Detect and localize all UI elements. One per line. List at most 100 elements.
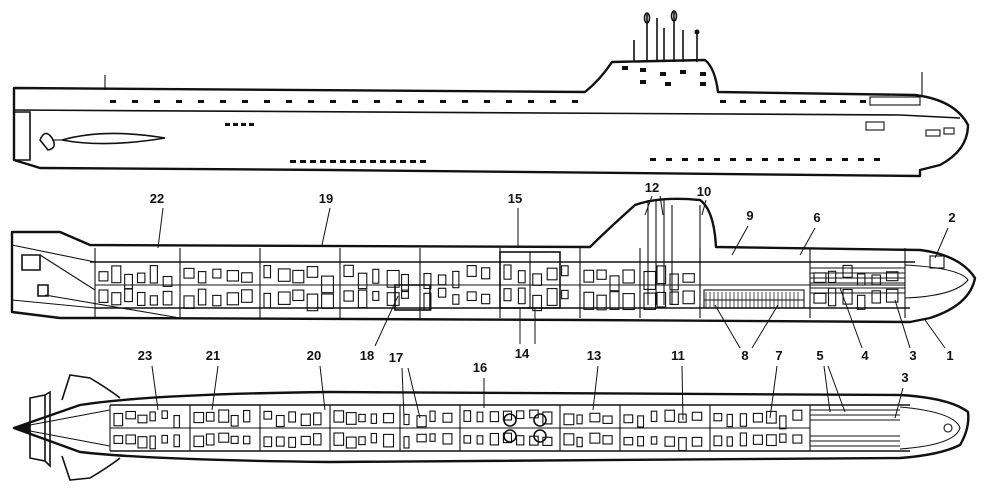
limber-hole	[780, 100, 786, 103]
plan-equipment	[563, 433, 575, 446]
plan-equipment	[300, 413, 311, 427]
plan-equipment	[205, 433, 215, 446]
plan-equipment	[263, 436, 273, 448]
callout-number: 12	[645, 180, 659, 195]
equipment-block	[149, 295, 158, 306]
equipment-block	[277, 291, 291, 305]
profile-bow-details	[865, 96, 955, 137]
limber-hole	[874, 158, 880, 161]
plan-equipment	[502, 432, 513, 444]
side-profile-view	[12, 10, 970, 178]
equipment-block	[871, 274, 881, 286]
sail-window	[640, 80, 646, 84]
profile-limber-holes	[110, 66, 880, 163]
equipment-block	[583, 291, 595, 310]
equipment-block	[343, 264, 354, 278]
plan-equipment	[637, 415, 645, 428]
callout-leader	[407, 367, 421, 419]
equipment-block	[226, 270, 240, 282]
callout-18: 18	[360, 295, 399, 363]
callout-leader	[823, 365, 831, 413]
plan-equipment	[792, 434, 803, 444]
equipment-block	[136, 272, 146, 284]
profile-sail-top	[611, 59, 706, 63]
plan-equipment	[358, 436, 366, 446]
plan-section-view	[12, 374, 970, 481]
equipment-block	[643, 292, 657, 310]
plan-equipment	[333, 432, 345, 446]
plan-hatch	[503, 413, 517, 427]
plan-equipment	[383, 412, 395, 424]
plan-equipment	[664, 436, 675, 447]
limber-hole	[242, 100, 248, 103]
callout-11: 11	[671, 348, 685, 421]
equipment-block	[343, 290, 354, 302]
limber-hole	[360, 160, 366, 163]
plan-equipment	[275, 436, 285, 447]
equipment-block	[386, 269, 400, 288]
plan-equipment	[403, 413, 410, 426]
callout-number: 7	[775, 348, 782, 363]
callout-23: 23	[138, 348, 159, 411]
callout-number: 11	[671, 348, 685, 363]
callout-number: 22	[150, 191, 164, 206]
limber-hole	[440, 100, 446, 103]
plan-equipment	[345, 436, 357, 449]
plan-equipment	[333, 410, 345, 423]
limber-hole	[746, 158, 752, 161]
equipment-block	[357, 272, 368, 290]
limber-hole	[420, 160, 426, 163]
plan-equipment	[173, 414, 180, 429]
plan-equipment	[383, 433, 395, 448]
limber-hole	[550, 100, 556, 103]
section-battery-bank	[703, 289, 805, 309]
longitudinal-section-view	[10, 197, 977, 324]
plan-equipment	[713, 413, 723, 422]
plan-hatch	[503, 429, 517, 443]
callout-leader	[934, 227, 949, 259]
equipment-block	[241, 272, 253, 283]
equipment-block	[466, 291, 477, 302]
callout-number: 16	[473, 360, 487, 375]
equipment-block	[842, 264, 853, 278]
callout-21: 21	[206, 348, 220, 411]
plan-equipment	[476, 411, 484, 423]
plan-equipment	[602, 435, 613, 445]
equipment-block	[162, 275, 173, 287]
limber-hole	[800, 100, 806, 103]
callout-leader	[894, 387, 904, 419]
sail-window	[640, 68, 646, 72]
equipment-block	[885, 271, 899, 282]
callout-number: 3	[909, 348, 916, 363]
limber-hole	[396, 100, 402, 103]
plan-equipment	[125, 434, 136, 445]
callout-number: 19	[319, 191, 333, 206]
callout-7: 7	[769, 348, 783, 419]
limber-hole	[330, 160, 336, 163]
callout-leader	[894, 299, 911, 349]
plan-equipment	[752, 412, 763, 423]
equipment-block	[466, 265, 477, 277]
equipment-block	[111, 265, 122, 284]
equipment-block	[183, 295, 195, 309]
equipment-block	[372, 290, 380, 301]
plan-equipment	[463, 435, 472, 444]
plan-equipment	[205, 411, 215, 422]
plan-equipment	[173, 434, 180, 448]
equipment-block	[292, 269, 305, 284]
limber-hole	[760, 100, 766, 103]
callout-2: 2	[934, 210, 956, 259]
plan-equipment	[650, 410, 658, 423]
plan-equipment	[416, 415, 427, 428]
limber-hole	[820, 100, 826, 103]
equipment-block	[827, 287, 837, 307]
equipment-block	[503, 264, 512, 280]
limber-hole	[241, 123, 246, 126]
equipment-block	[827, 270, 837, 283]
plan-stern-fins	[29, 390, 51, 468]
callout-16: 16	[473, 360, 487, 408]
equipment-block	[517, 270, 526, 284]
limber-hole	[154, 100, 160, 103]
plan-pressure-hull	[110, 404, 910, 452]
